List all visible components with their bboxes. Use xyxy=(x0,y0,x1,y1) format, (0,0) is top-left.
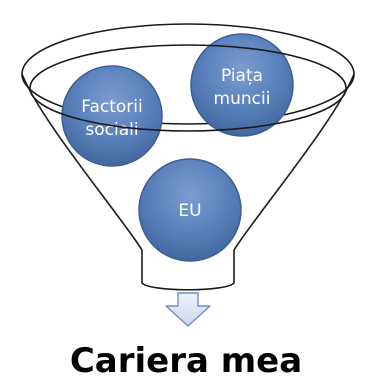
funnel-body xyxy=(21,73,355,291)
funnel-rim-outer xyxy=(21,23,355,125)
caption-cariera-mea: Cariera mea xyxy=(70,341,302,381)
circle-eu-label: EU xyxy=(178,201,201,221)
circle-eu: EU xyxy=(138,158,242,262)
down-arrow-icon xyxy=(165,292,211,327)
circle-piata-muncii: Piața muncii xyxy=(190,33,294,137)
circle-factorii-sociali: Factorii sociali xyxy=(61,65,163,167)
circle-factorii-sociali-shape xyxy=(61,65,163,167)
circle-factorii-sociali-label-1: Factorii xyxy=(81,97,142,117)
funnel-rim-inner xyxy=(29,44,347,132)
circle-eu-shape xyxy=(138,158,242,262)
circle-piata-muncii-label-1: Piața xyxy=(221,66,263,86)
circle-piata-muncii-label-2: muncii xyxy=(214,89,271,109)
circle-factorii-sociali-label-2: sociali xyxy=(85,120,138,140)
circle-piata-muncii-shape xyxy=(190,33,294,137)
